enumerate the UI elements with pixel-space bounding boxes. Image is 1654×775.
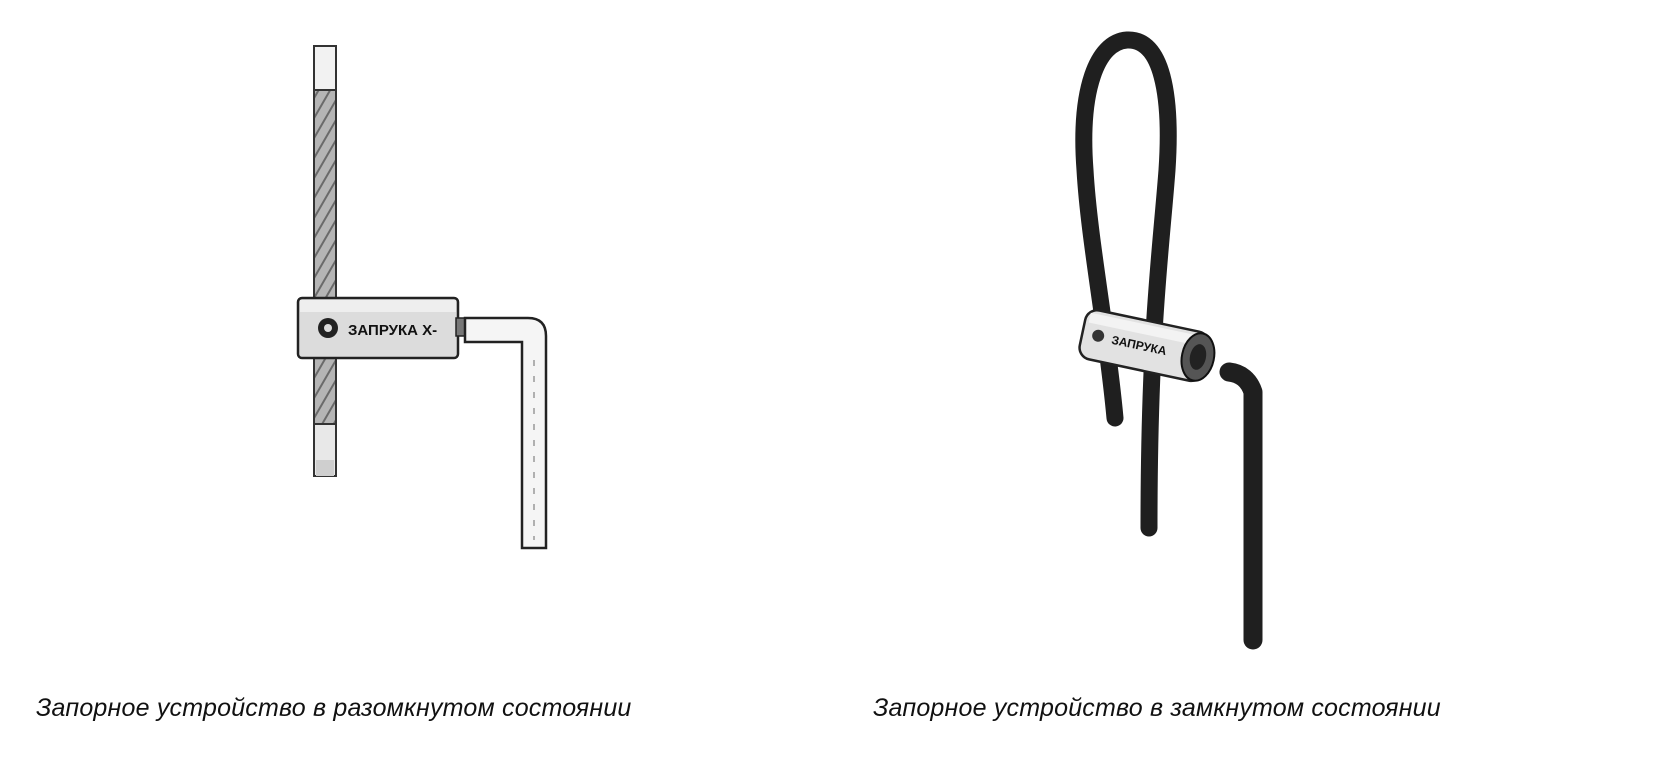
vertical-rod <box>313 45 337 477</box>
locking-device-closed-illustration: ЗАПРУКА <box>1075 31 1263 650</box>
caption-closed-state: Запорное устройство в замкнутом состояни… <box>873 694 1441 722</box>
lock-body: ЗАПРУКА <box>1078 308 1216 383</box>
hex-key <box>463 316 548 550</box>
locking-device-open-illustration: ЗАПРУКА Х- <box>296 45 548 550</box>
figure-open-state: ЗАПРУКА Х- Запорное устройство в разомкн… <box>36 45 632 722</box>
cable-loop <box>1075 31 1177 537</box>
hex-key <box>1219 362 1263 650</box>
figure-closed-state: ЗАПРУКА Запорное устройство в замкнутом … <box>827 0 1654 775</box>
caption-open-state: Запорное устройство в разомкнутом состоя… <box>36 694 632 722</box>
device-marking: ЗАПРУКА Х- <box>348 322 437 339</box>
lock-body: ЗАПРУКА Х- <box>296 296 467 360</box>
